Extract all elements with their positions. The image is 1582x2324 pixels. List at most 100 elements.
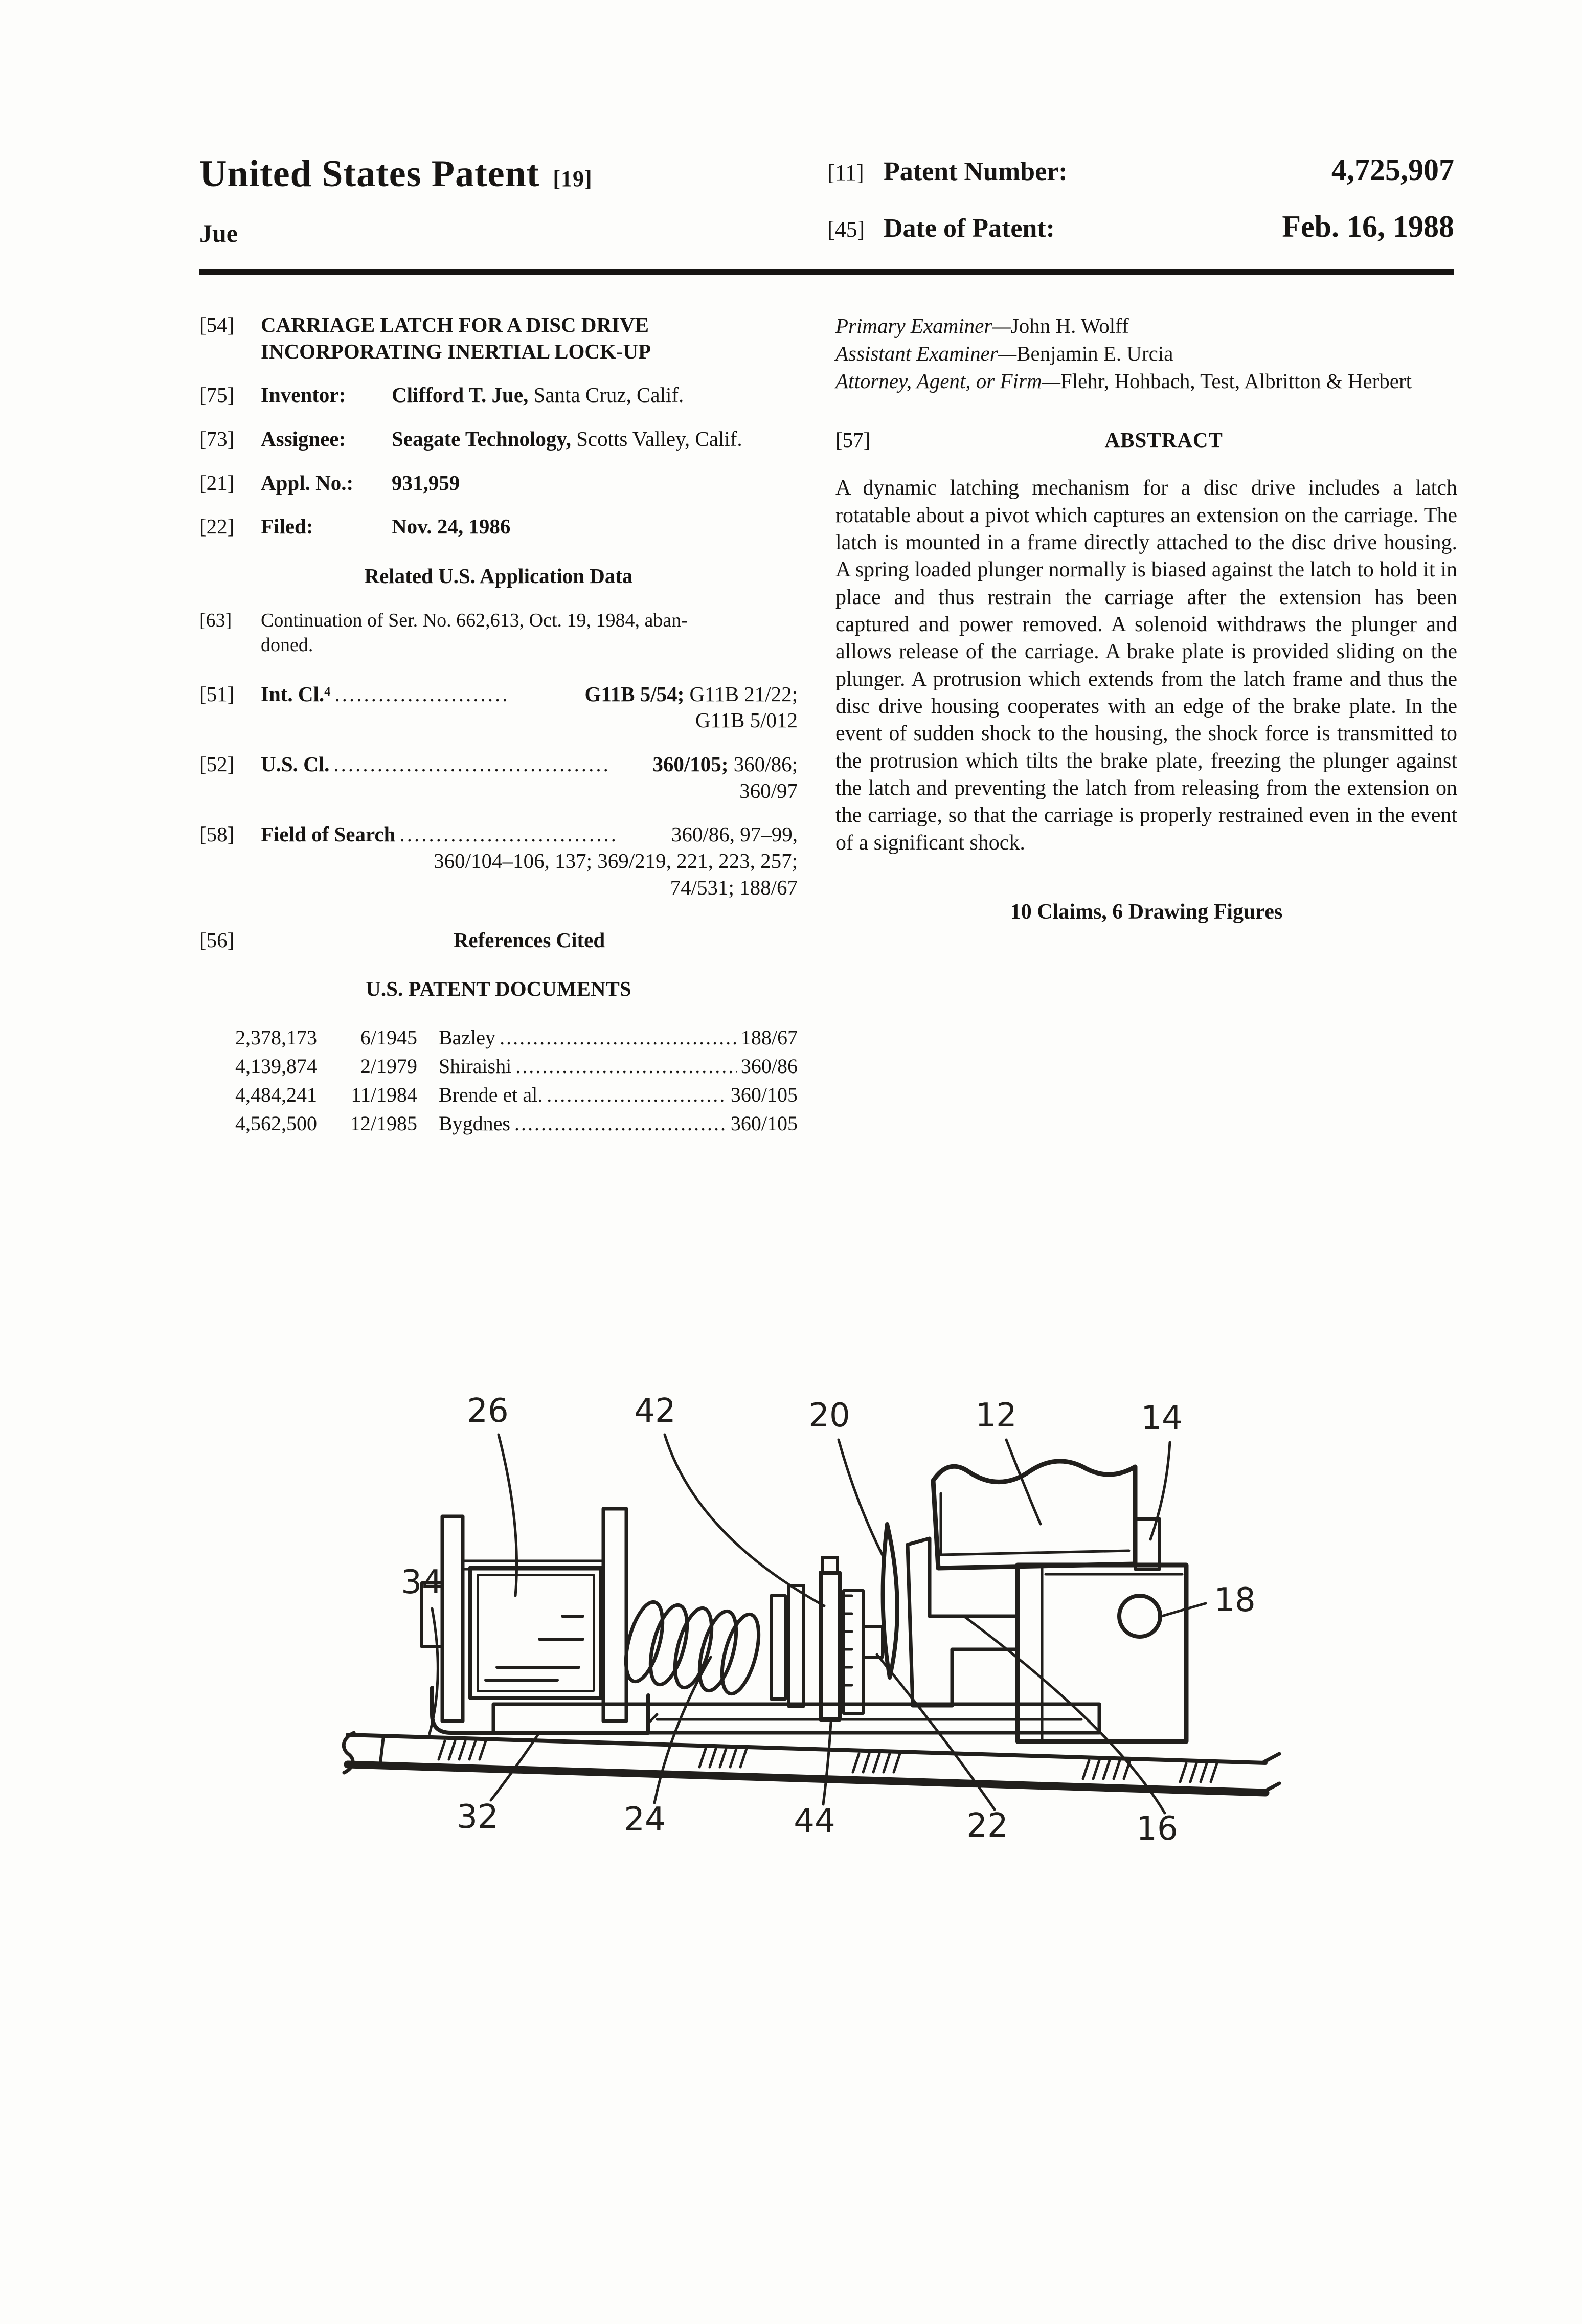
references-cited-row: [56] References Cited — [199, 927, 798, 954]
ref-class: 360/105 — [730, 1083, 798, 1106]
leader-20 — [837, 1438, 885, 1559]
washer-plate — [787, 1584, 805, 1708]
us-cl-leader-dots: ...................................... — [333, 752, 611, 776]
inventor-location: Santa Cruz, Calif. — [528, 383, 684, 407]
rail-hatch-group — [1081, 1759, 1132, 1780]
solenoid-body-inner — [477, 1574, 595, 1692]
carriage-block-inner — [939, 1492, 1131, 1556]
claims-figures-line: 10 Claims, 6 Drawing Figures — [1010, 900, 1283, 924]
ref-name: Shiraishi — [439, 1054, 512, 1078]
filed-tag: [22] — [199, 515, 235, 539]
continuation-row: [63] Continuation of Ser. No. 662,613, O… — [199, 609, 798, 658]
brake-plate-stub — [821, 1556, 839, 1574]
callout-34: 34 — [401, 1563, 442, 1601]
callout-20: 20 — [808, 1397, 850, 1435]
title-text: United States Patent — [199, 153, 540, 195]
us-cl-row: [52] U.S. Cl. ..........................… — [199, 751, 798, 804]
ref-date: 6/1945 — [360, 1025, 417, 1049]
leader-42 — [663, 1433, 826, 1607]
base-plate-slot — [648, 1713, 1083, 1723]
references-list: 2,378,173 6/1945 Bazley ................… — [199, 1023, 798, 1138]
rail-hatch-group — [1179, 1762, 1218, 1783]
callout-14: 14 — [1141, 1399, 1182, 1437]
spring-coil — [624, 1600, 665, 1684]
header-right: [11] Patent Number: 4,725,907 [45] Date … — [827, 152, 1454, 244]
int-cl-row: [51] Int. Cl.⁴ ........................ … — [199, 681, 798, 734]
callout-42: 42 — [634, 1392, 675, 1430]
continuation-tag: [63] — [199, 609, 232, 631]
latch-frame — [906, 1536, 1020, 1708]
spring-coil — [648, 1603, 689, 1687]
table-row: 4,484,241 11/1984 Brende et al. ........… — [199, 1081, 798, 1109]
date-tag: [45] — [827, 217, 865, 242]
callout-44: 44 — [794, 1802, 835, 1840]
brake-plate — [819, 1571, 842, 1722]
ref-patent-number: 4,139,874 — [235, 1054, 317, 1078]
appl-no-row: [21] Appl. No.: 931,959 — [199, 470, 798, 497]
header: United States Patent[19] Jue [11] Patent… — [199, 152, 1454, 248]
biblio-columns: [54] CARRIAGE LATCH FOR A DISC DRIVE INC… — [199, 312, 1457, 1138]
rail-top-edge — [346, 1733, 1268, 1765]
patent-number-label: Patent Number: — [884, 157, 1068, 186]
brake-plate-hatch — [838, 1594, 853, 1687]
left-column: [54] CARRIAGE LATCH FOR A DISC DRIVE INC… — [199, 312, 798, 1138]
ref-leader-dots: ........................................… — [500, 1025, 737, 1049]
header-divider-rule — [199, 269, 1454, 275]
leader-24 — [653, 1656, 712, 1804]
plunger-nub — [862, 1625, 884, 1659]
ref-patent-number: 4,484,241 — [235, 1083, 317, 1106]
inventor-value: Clifford T. Jue, Santa Cruz, Calif. — [392, 382, 798, 409]
ref-patent-number: 2,378,173 — [235, 1025, 317, 1049]
date-value: Feb. 16, 1988 — [1282, 210, 1454, 243]
field-of-search-label: Field of Search — [261, 822, 396, 846]
leader-44 — [822, 1721, 832, 1806]
table-row: 2,378,173 6/1945 Bazley ................… — [199, 1023, 798, 1052]
leader-26 — [497, 1433, 518, 1597]
invention-title-tag: [54] — [199, 313, 235, 337]
callout-24: 24 — [624, 1801, 665, 1839]
housing-hole — [1117, 1594, 1162, 1639]
frame-tab — [1134, 1517, 1161, 1571]
assignee-row: [73] Assignee: Seagate Technology, Scott… — [199, 426, 798, 453]
spring-coil — [697, 1609, 738, 1693]
callout-32: 32 — [457, 1798, 498, 1836]
leader-12 — [1005, 1438, 1042, 1526]
ref-name: Bazley — [439, 1025, 496, 1049]
washer-plate — [770, 1594, 787, 1701]
us-cl-values: 360/105; 360/86; — [652, 751, 798, 778]
continuation-line2: doned. — [261, 634, 313, 656]
rail-bottom-edge — [344, 1760, 1270, 1797]
int-cl-tag: [51] — [199, 682, 235, 706]
ref-date: 2/1979 — [360, 1054, 417, 1078]
ref-date: 12/1985 — [350, 1111, 417, 1135]
leader-14 — [1149, 1441, 1171, 1541]
rail-hatch-group — [437, 1739, 487, 1761]
bracket-u-channel — [430, 1686, 650, 1735]
spring-coil — [720, 1612, 761, 1696]
inventor-surname: Jue — [199, 219, 238, 248]
rail-right-break — [1262, 1752, 1281, 1794]
us-cl-line1: U.S. Cl. ...............................… — [261, 751, 798, 778]
abstract-heading-row: [57] ABSTRACT — [835, 428, 1457, 452]
abstract-heading: ABSTRACT — [1104, 428, 1223, 452]
ref-leader-dots: ........................................… — [514, 1111, 727, 1135]
assistant-examiner-name: Benjamin E. Urcia — [1016, 342, 1173, 366]
references-cited-heading: References Cited — [453, 928, 605, 952]
patent-drawing-figure: 26 42 20 12 14 34 18 32 24 44 22 16 — [307, 1330, 1375, 1964]
solenoid-body — [468, 1566, 603, 1700]
date-of-patent-row: [45] Date of Patent: Feb. 16, 1988 — [827, 209, 1454, 244]
ref-leader-dots: ........................................… — [547, 1083, 727, 1106]
table-row: 4,139,874 2/1979 Shiraishi .............… — [199, 1052, 798, 1081]
int-cl-line1: Int. Cl.⁴ ........................ G11B … — [261, 681, 798, 708]
field-of-search-tag: [58] — [199, 822, 235, 846]
assignee-location: Scotts Valley, Calif. — [571, 427, 742, 451]
inventor-tag: [75] — [199, 383, 235, 407]
appl-no-value: 931,959 — [392, 471, 460, 495]
attorney-label: Attorney, Agent, or Firm— — [835, 369, 1060, 393]
us-cl-value-primary: 360/105; — [652, 752, 729, 776]
rail-left-tick — [378, 1735, 385, 1768]
inventor-row: [75] Inventor: Clifford T. Jue, Santa Cr… — [199, 382, 798, 409]
bracket-left-flange — [440, 1514, 465, 1723]
us-cl-tag: [52] — [199, 752, 235, 776]
